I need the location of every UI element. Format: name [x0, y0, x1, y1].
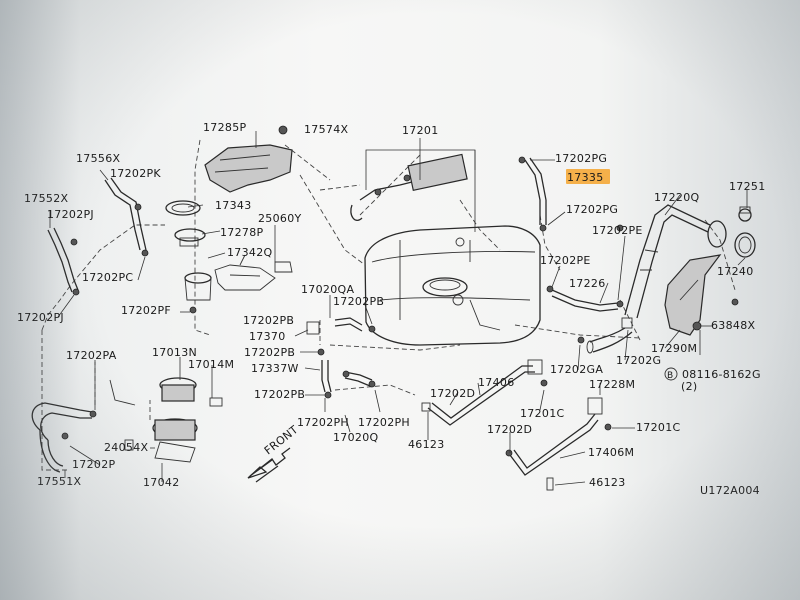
label-17551X: 17551X	[37, 475, 81, 488]
label-17202PB-a: 17202PB	[333, 295, 384, 308]
label-17202P: 17202P	[72, 458, 115, 471]
label-24054X: 24054X	[104, 441, 148, 454]
label-17202GA: 17202GA	[550, 363, 603, 376]
label-17202PE-lower: 17202PE	[540, 254, 591, 267]
label-17202PE-upper: 17202PE	[592, 224, 643, 237]
label-17202PC: 17202PC	[82, 271, 133, 284]
label-17335: 17335	[567, 171, 604, 184]
label-17552X: 17552X	[24, 192, 68, 205]
label-17201C-a: 17201C	[520, 407, 564, 420]
tank-straps	[421, 359, 612, 491]
label-17202PH-a: 17202PH	[297, 416, 349, 429]
label-17556X: 17556X	[76, 152, 120, 165]
label-17202PH-b: 17202PH	[358, 416, 410, 429]
diagram-id: U172A004	[700, 484, 760, 497]
label-circle-b: B	[667, 371, 673, 381]
part-highlight	[566, 169, 610, 184]
label-08116-8162G: 08116-8162G	[682, 368, 761, 381]
label-17202G: 17202G	[616, 354, 661, 367]
label-17202PG-lower: 17202PG	[566, 203, 618, 216]
leader-lines	[49, 131, 748, 486]
vent-tube-17335	[518, 156, 547, 232]
front-arrow: FRONT	[247, 423, 301, 483]
label-17202PA: 17202PA	[66, 349, 117, 362]
fuel-tank	[364, 225, 541, 346]
sender-unit	[214, 254, 293, 291]
filler-hose	[586, 317, 633, 354]
label-17014M: 17014M	[188, 358, 234, 371]
label-17251: 17251	[729, 180, 766, 193]
filler-bracket	[664, 254, 722, 336]
label-17042: 17042	[143, 476, 180, 489]
label-17370: 17370	[249, 330, 286, 343]
label-63848X: 63848X	[711, 319, 755, 332]
label-17020QA: 17020QA	[301, 283, 354, 296]
evap-hose-17226	[546, 285, 624, 312]
label-17226: 17226	[569, 277, 606, 290]
label-17285P: 17285P	[203, 121, 246, 134]
pump-assembly	[109, 377, 223, 463]
left-hoses	[31, 177, 149, 473]
label-17290M: 17290M	[651, 342, 697, 355]
label-17220Q: 17220Q	[654, 191, 699, 204]
label-17406: 17406	[478, 376, 515, 389]
label-17202PK: 17202PK	[110, 167, 161, 180]
label-qty-2: (2)	[681, 380, 697, 393]
label-17343: 17343	[215, 199, 252, 212]
breather-tube	[278, 125, 468, 221]
label-17201: 17201	[402, 124, 439, 137]
label-17202PF: 17202PF	[121, 304, 171, 317]
label-17202PJ-upper: 17202PJ	[47, 208, 94, 221]
label-17202PB-b: 17202PB	[243, 314, 294, 327]
label-17574X: 17574X	[304, 123, 348, 136]
label-25060Y: 25060Y	[258, 212, 302, 225]
filler-cap-parts	[734, 206, 756, 258]
label-17406M: 17406M	[588, 446, 634, 459]
label-17342Q: 17342Q	[227, 246, 272, 259]
label-17013N: 17013N	[152, 346, 197, 359]
label-17202PG-upper: 17202PG	[555, 152, 607, 165]
label-17228M: 17228M	[589, 378, 635, 391]
label-17020Q: 17020Q	[333, 431, 378, 444]
label-17278P: 17278P	[220, 226, 263, 239]
label-17202PB-d: 17202PB	[254, 388, 305, 401]
label-17202D-lower: 17202D	[487, 423, 532, 436]
label-17202PJ-lower: 17202PJ	[17, 311, 64, 324]
circle-b-marker	[664, 367, 678, 381]
label-17201C-b: 17201C	[636, 421, 680, 434]
heat-shield	[204, 144, 293, 193]
bolts	[577, 224, 739, 344]
label-17202PB-c: 17202PB	[244, 346, 295, 359]
label-17337W: 17337W	[251, 362, 299, 375]
front-label: FRONT	[262, 423, 301, 457]
label-17240: 17240	[717, 265, 754, 278]
label-17202D-upper: 17202D	[430, 387, 475, 400]
label-46123-a: 46123	[408, 438, 445, 451]
small-hoses	[306, 317, 376, 399]
part-labels: 17285P 17574X 17201 17202PG 17335 17202P…	[17, 121, 766, 497]
pump-parts	[165, 200, 212, 314]
label-46123-b: 46123	[589, 476, 626, 489]
filler-neck	[624, 204, 727, 319]
